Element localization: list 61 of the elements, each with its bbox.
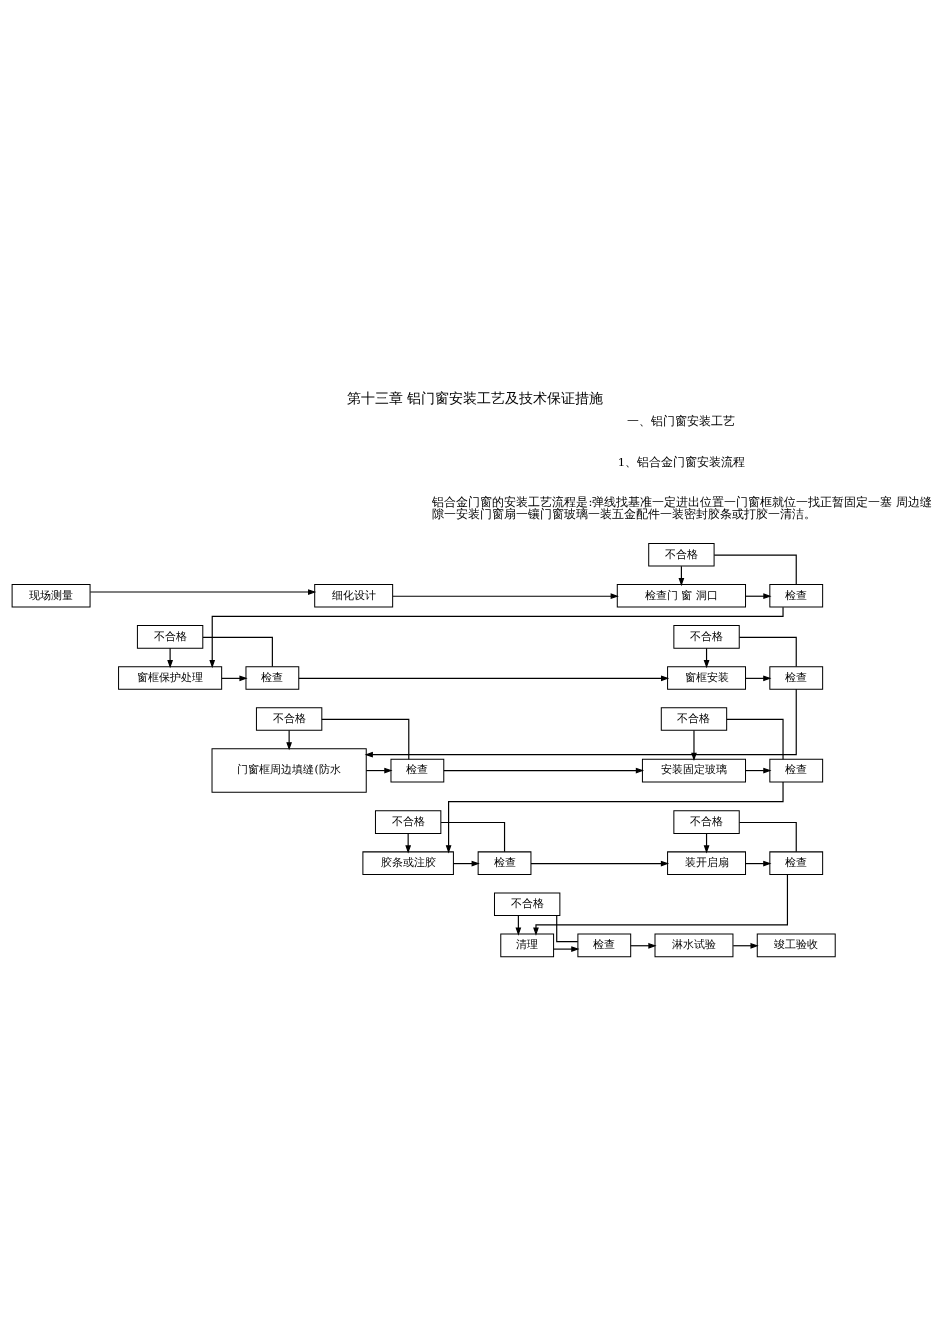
label: 铝合金门窗的安装工艺流程是:弹线找基准一定进出位置一门窗框就位一找正暂固定一塞 周边缝隙一安装门窗扇一镶门窗玻璃一装五金配件一装密封胶条或打胶一清洁。 (432, 494, 933, 521)
node-box: 不合格 (660, 706, 728, 731)
connector (713, 554, 797, 585)
arrow (553, 945, 580, 952)
connector (738, 821, 797, 852)
node-box: 检查 (769, 758, 824, 782)
node-box: 细化设计 (314, 583, 394, 608)
node-box: 不合格 (374, 809, 442, 834)
node-box: 检查 (245, 665, 300, 690)
node-box: 检查门 窗 洞口 (616, 583, 747, 608)
arrow (221, 675, 248, 681)
arrow (630, 942, 657, 949)
arrow (392, 592, 619, 599)
arrow (530, 860, 670, 866)
node-box: 检查 (769, 583, 824, 608)
node-box: 竣工验收 (756, 933, 836, 957)
node-box: 装开启扇 (667, 850, 747, 875)
arrow (745, 767, 772, 773)
node-box: 不合格 (673, 624, 740, 649)
connector (440, 821, 506, 852)
arrow (443, 767, 645, 773)
node-box: 检查 (769, 850, 824, 875)
arrow (365, 767, 393, 773)
arrow (745, 860, 772, 866)
node-box: 清理 (500, 933, 555, 957)
arrow (744, 592, 772, 599)
arrow (452, 860, 480, 866)
node-box: 检查 (390, 758, 445, 782)
node-box: 窗框保护处理 (118, 665, 223, 690)
diagram-title: 第十三章 铝门窗安装工艺及技术保证措施 (346, 389, 604, 406)
label: 一、铝门窗安装工艺 (627, 413, 736, 428)
label: 1、铝合金门窗安装流程 (617, 454, 746, 469)
connector (202, 636, 273, 667)
arrow (89, 588, 317, 595)
arrow (209, 606, 784, 668)
node-box: 不合格 (494, 891, 561, 916)
node-box: 淋水试验 (654, 933, 734, 957)
node-box: 检查 (477, 850, 532, 875)
node-box: 检查 (577, 933, 632, 957)
arrow (364, 688, 797, 758)
connector (726, 718, 784, 760)
node-box: 门窗框周边填缝(防水 (211, 747, 367, 793)
node-box: 安装固定玻璃 (641, 758, 747, 782)
arrow (745, 675, 772, 681)
node-box: 现场测量 (11, 583, 91, 608)
arrow (445, 781, 784, 853)
node-box: 不合格 (673, 809, 740, 834)
arrow (691, 729, 697, 761)
node-box: 窗框安装 (667, 665, 747, 690)
node-box: 胶条或注胶 (362, 850, 454, 875)
arrow (167, 647, 173, 668)
connector (556, 914, 579, 942)
connector (321, 718, 410, 760)
node-box: 不合格 (136, 624, 204, 649)
node-box: 不合格 (648, 542, 715, 567)
connector (738, 636, 797, 667)
node-box: 不合格 (255, 706, 323, 731)
node-box: 检查 (769, 665, 824, 690)
arrow (286, 729, 292, 750)
arrow (298, 675, 670, 681)
arrow (533, 873, 789, 936)
